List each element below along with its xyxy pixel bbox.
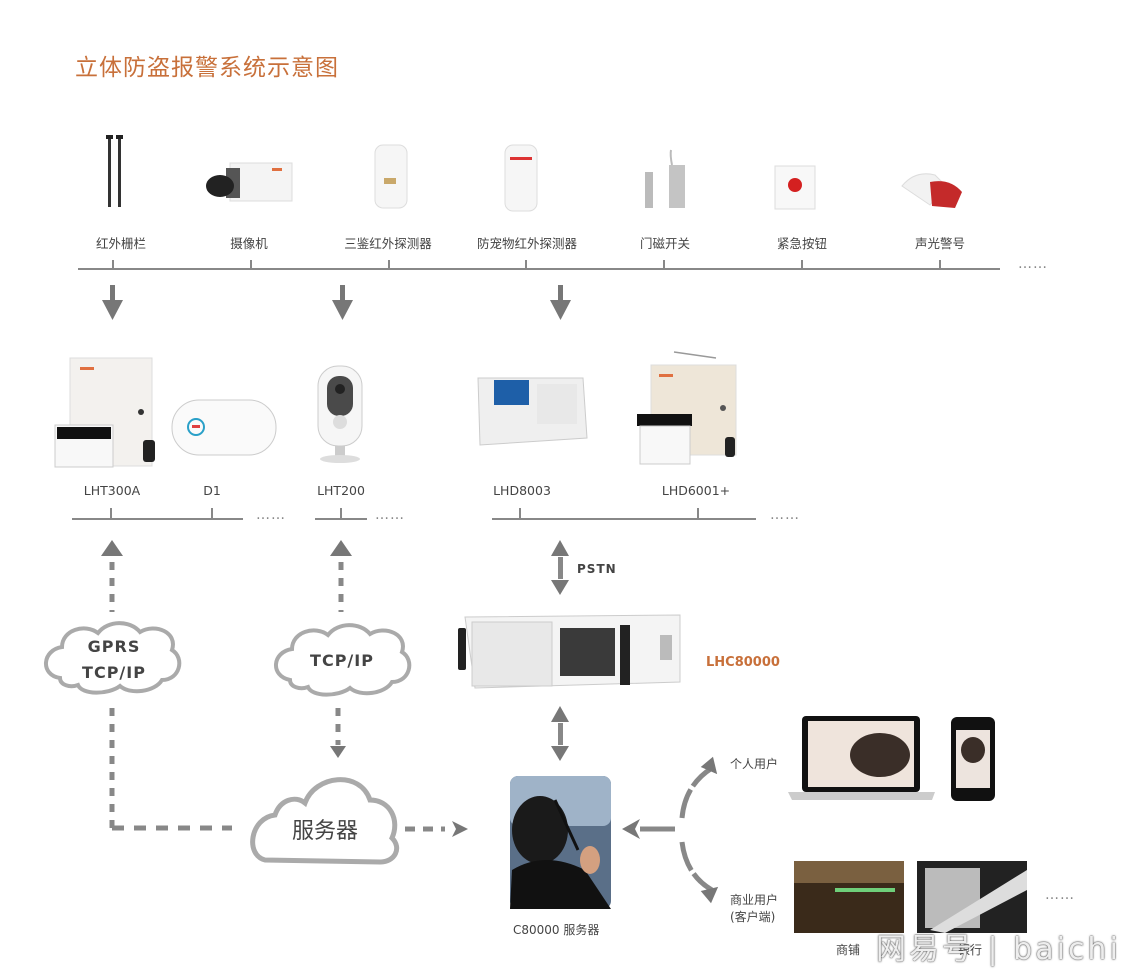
sensor-ticks	[112, 260, 941, 269]
sensor-label-camera: 摄像机	[230, 236, 268, 251]
receiver-label: LHC80000	[706, 655, 780, 670]
d1-device-icon	[171, 399, 277, 456]
tcpip-uplink-arrow	[330, 540, 352, 612]
pstn-double-arrow	[551, 540, 569, 595]
pet-immune-detector-icon	[504, 144, 538, 212]
tcpip-cloud-label: TCP/IP	[310, 651, 374, 670]
watermark: 网易号 | baichi	[876, 932, 1121, 967]
commercial-user-line1: 商业用户	[730, 893, 779, 907]
gprs-tcpip-label: TCP/IP	[82, 663, 146, 682]
lhd6001-device-icon	[637, 351, 737, 465]
sensor-label-panic-button: 紧急按钮	[776, 236, 828, 251]
gprs-label: GPRS	[87, 637, 141, 656]
host-group3-more: ……	[770, 507, 800, 523]
sensor-label-siren: 声光警号	[914, 236, 966, 251]
gprs-cloud-icon	[44, 621, 182, 695]
gprs-cloud-label: GPRS TCP/IP	[62, 634, 166, 686]
shop-label: 商铺	[836, 943, 861, 957]
infrared-fence-icon	[106, 135, 123, 207]
gprs-uplink-arrow	[101, 540, 123, 612]
bank-label: 银行	[958, 943, 983, 957]
host-group1-more: ……	[256, 507, 286, 523]
strobe-siren-icon	[901, 173, 962, 208]
host-label-lhd6001: LHD6001+	[661, 483, 731, 498]
host-label-lht300a: LHT300A	[83, 483, 141, 498]
bank-photo	[917, 861, 1027, 933]
sensor-label-triple-tech: 三鉴红外探测器	[344, 236, 432, 251]
host-label-lht200: LHT200	[317, 483, 365, 498]
host-label-d1: D1	[203, 483, 221, 498]
down-arrow-3	[550, 285, 571, 320]
security-guard-photo	[510, 776, 611, 909]
sensor-label-pet-immune: 防宠物红外探测器	[476, 236, 578, 251]
laptop-icon	[788, 716, 935, 800]
users-more-ellipsis: ……	[1045, 887, 1075, 903]
shop-photo	[794, 861, 904, 933]
server-cloud-label: 服务器	[292, 819, 359, 844]
camera-icon	[206, 162, 293, 202]
host-label-lhd8003: LHD8003	[493, 483, 551, 498]
server-cloud-icon	[250, 777, 400, 865]
commercial-user-label: 商业用户 (客户端)	[730, 892, 778, 926]
down-arrow-2	[332, 285, 353, 320]
lhd8003-device-icon	[477, 377, 588, 446]
lht200-device-icon	[317, 365, 363, 463]
pstn-label: PSTN	[577, 562, 617, 576]
center-server-label: C80000 服务器	[513, 923, 600, 937]
page-title: 立体防盗报警系统示意图	[75, 55, 339, 81]
lhc80000-receiver-icon	[458, 614, 681, 689]
sensor-label-door-contact: 门磁开关	[639, 236, 691, 251]
tcpip-cloud-icon	[274, 623, 412, 697]
lht300a-device-icon	[54, 357, 155, 468]
down-arrow-1	[102, 285, 123, 320]
phone-icon	[951, 717, 995, 801]
receiver-center-double-arrow	[551, 706, 569, 761]
triple-tech-detector-icon	[374, 144, 408, 209]
sensor-more-ellipsis: ……	[1018, 256, 1048, 272]
personal-user-label: 个人用户	[730, 757, 779, 771]
door-contact-icon	[645, 149, 685, 208]
commercial-user-line2: (客户端)	[730, 910, 776, 924]
host-group2-more: ……	[375, 507, 405, 523]
sensor-label-infrared-fence: 红外栅栏	[95, 236, 147, 251]
panic-button-icon	[774, 165, 816, 210]
